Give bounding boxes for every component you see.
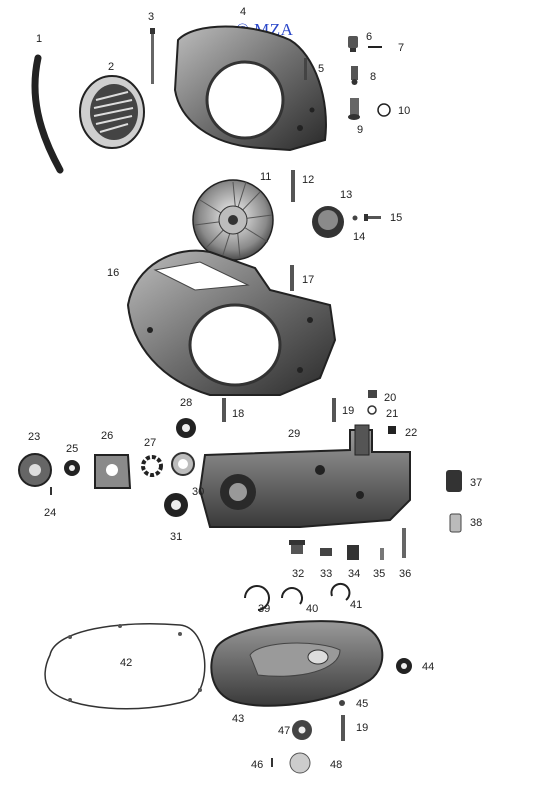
part-12-stud [291, 170, 295, 202]
callout-16: 16 [107, 267, 119, 279]
callout-43: 43 [232, 713, 244, 725]
callout-44: 44 [422, 661, 434, 673]
part-41-circlip [330, 582, 351, 601]
part-15-screw [364, 214, 381, 221]
part-38-sleeve [449, 513, 462, 533]
callout-9: 9 [357, 124, 363, 136]
callout-38: 38 [470, 517, 482, 529]
part-45-screw [339, 700, 345, 706]
part-27-circlip [141, 455, 163, 477]
part-48-cap [289, 752, 311, 774]
part-33-nut [320, 548, 332, 556]
callout-19b: 19 [356, 722, 368, 734]
part-21-washer [367, 405, 377, 415]
callout-1: 1 [36, 33, 42, 45]
part-43-clutch-cover [210, 620, 384, 707]
callout-12: 12 [302, 174, 314, 186]
callout-46: 46 [251, 759, 263, 771]
part-8-nipple [351, 66, 358, 85]
callout-3: 3 [148, 11, 154, 23]
callout-17: 17 [302, 274, 314, 286]
callout-13: 13 [340, 189, 352, 201]
part-44-seal [396, 658, 412, 674]
callout-2: 2 [108, 61, 114, 73]
part-37-sleeve [446, 470, 462, 492]
part-39-circlip [244, 585, 270, 611]
callout-25: 25 [66, 443, 78, 455]
part-22-nut [388, 426, 396, 434]
callout-26: 26 [101, 430, 113, 442]
part-23-flange [18, 453, 52, 487]
callout-24: 24 [44, 507, 56, 519]
callout-42: 42 [120, 657, 132, 669]
callout-18: 18 [232, 408, 244, 420]
callout-8: 8 [370, 71, 376, 83]
part-32-plug [289, 540, 305, 554]
part-13-cup [312, 206, 344, 238]
callout-6: 6 [366, 31, 372, 43]
callout-14: 14 [353, 231, 365, 243]
part-40-circlip [281, 587, 303, 605]
callout-32: 32 [292, 568, 304, 580]
part-16-housing [126, 249, 337, 396]
part-11-fan [192, 179, 274, 261]
callout-15: 15 [390, 212, 402, 224]
callout-35: 35 [373, 568, 385, 580]
callout-19a: 19 [342, 405, 354, 417]
part-14-washer [352, 215, 358, 221]
part-36-rod [402, 528, 406, 558]
part-24-pin [50, 487, 52, 495]
callout-5: 5 [318, 63, 324, 75]
part-17-screw [290, 265, 294, 291]
part-10-clip [377, 103, 391, 117]
callout-39: 39 [258, 603, 270, 615]
part-47-washer [292, 720, 312, 740]
part-9-tap [348, 98, 360, 120]
part-6-plug [348, 36, 358, 52]
callout-40: 40 [306, 603, 318, 615]
part-19b-screw [341, 715, 345, 741]
part-19-screw [332, 398, 336, 422]
part-25-seal [64, 460, 80, 476]
part-3-bolt [150, 28, 155, 84]
part-30-bearing [171, 452, 195, 476]
callout-7: 7 [398, 42, 404, 54]
part-35-pin [380, 548, 384, 560]
part-29-crankcase [198, 424, 411, 528]
callout-4: 4 [240, 6, 246, 18]
callout-47: 47 [278, 725, 290, 737]
part-34-bush [347, 545, 359, 560]
callout-20: 20 [384, 392, 396, 404]
callout-36: 36 [399, 568, 411, 580]
callout-37: 37 [470, 477, 482, 489]
callout-29: 29 [288, 428, 300, 440]
callout-22: 22 [405, 427, 417, 439]
part-1-hose [31, 54, 64, 174]
part-20-plug [368, 390, 377, 398]
part-4-cover [173, 25, 327, 152]
part-26-plate [94, 454, 132, 489]
part-28-seal [176, 418, 196, 438]
callout-11: 11 [260, 171, 271, 183]
callout-31: 31 [170, 531, 182, 543]
part-2-grille [79, 75, 145, 149]
part-42-gasket [44, 623, 206, 710]
callout-45: 45 [356, 698, 368, 710]
part-31-seal [164, 493, 188, 517]
callout-27: 27 [144, 437, 156, 449]
callout-21: 21 [386, 408, 398, 420]
callout-23: 23 [28, 431, 40, 443]
part-5-screw [304, 58, 307, 80]
callout-41: 41 [350, 599, 362, 611]
callout-48: 48 [330, 759, 342, 771]
part-18-screw [222, 398, 226, 422]
callout-34: 34 [348, 568, 360, 580]
callout-10: 10 [398, 105, 410, 117]
callout-28: 28 [180, 397, 192, 409]
part-46-pin [271, 758, 273, 767]
callout-33: 33 [320, 568, 332, 580]
callout-30: 30 [192, 486, 204, 498]
